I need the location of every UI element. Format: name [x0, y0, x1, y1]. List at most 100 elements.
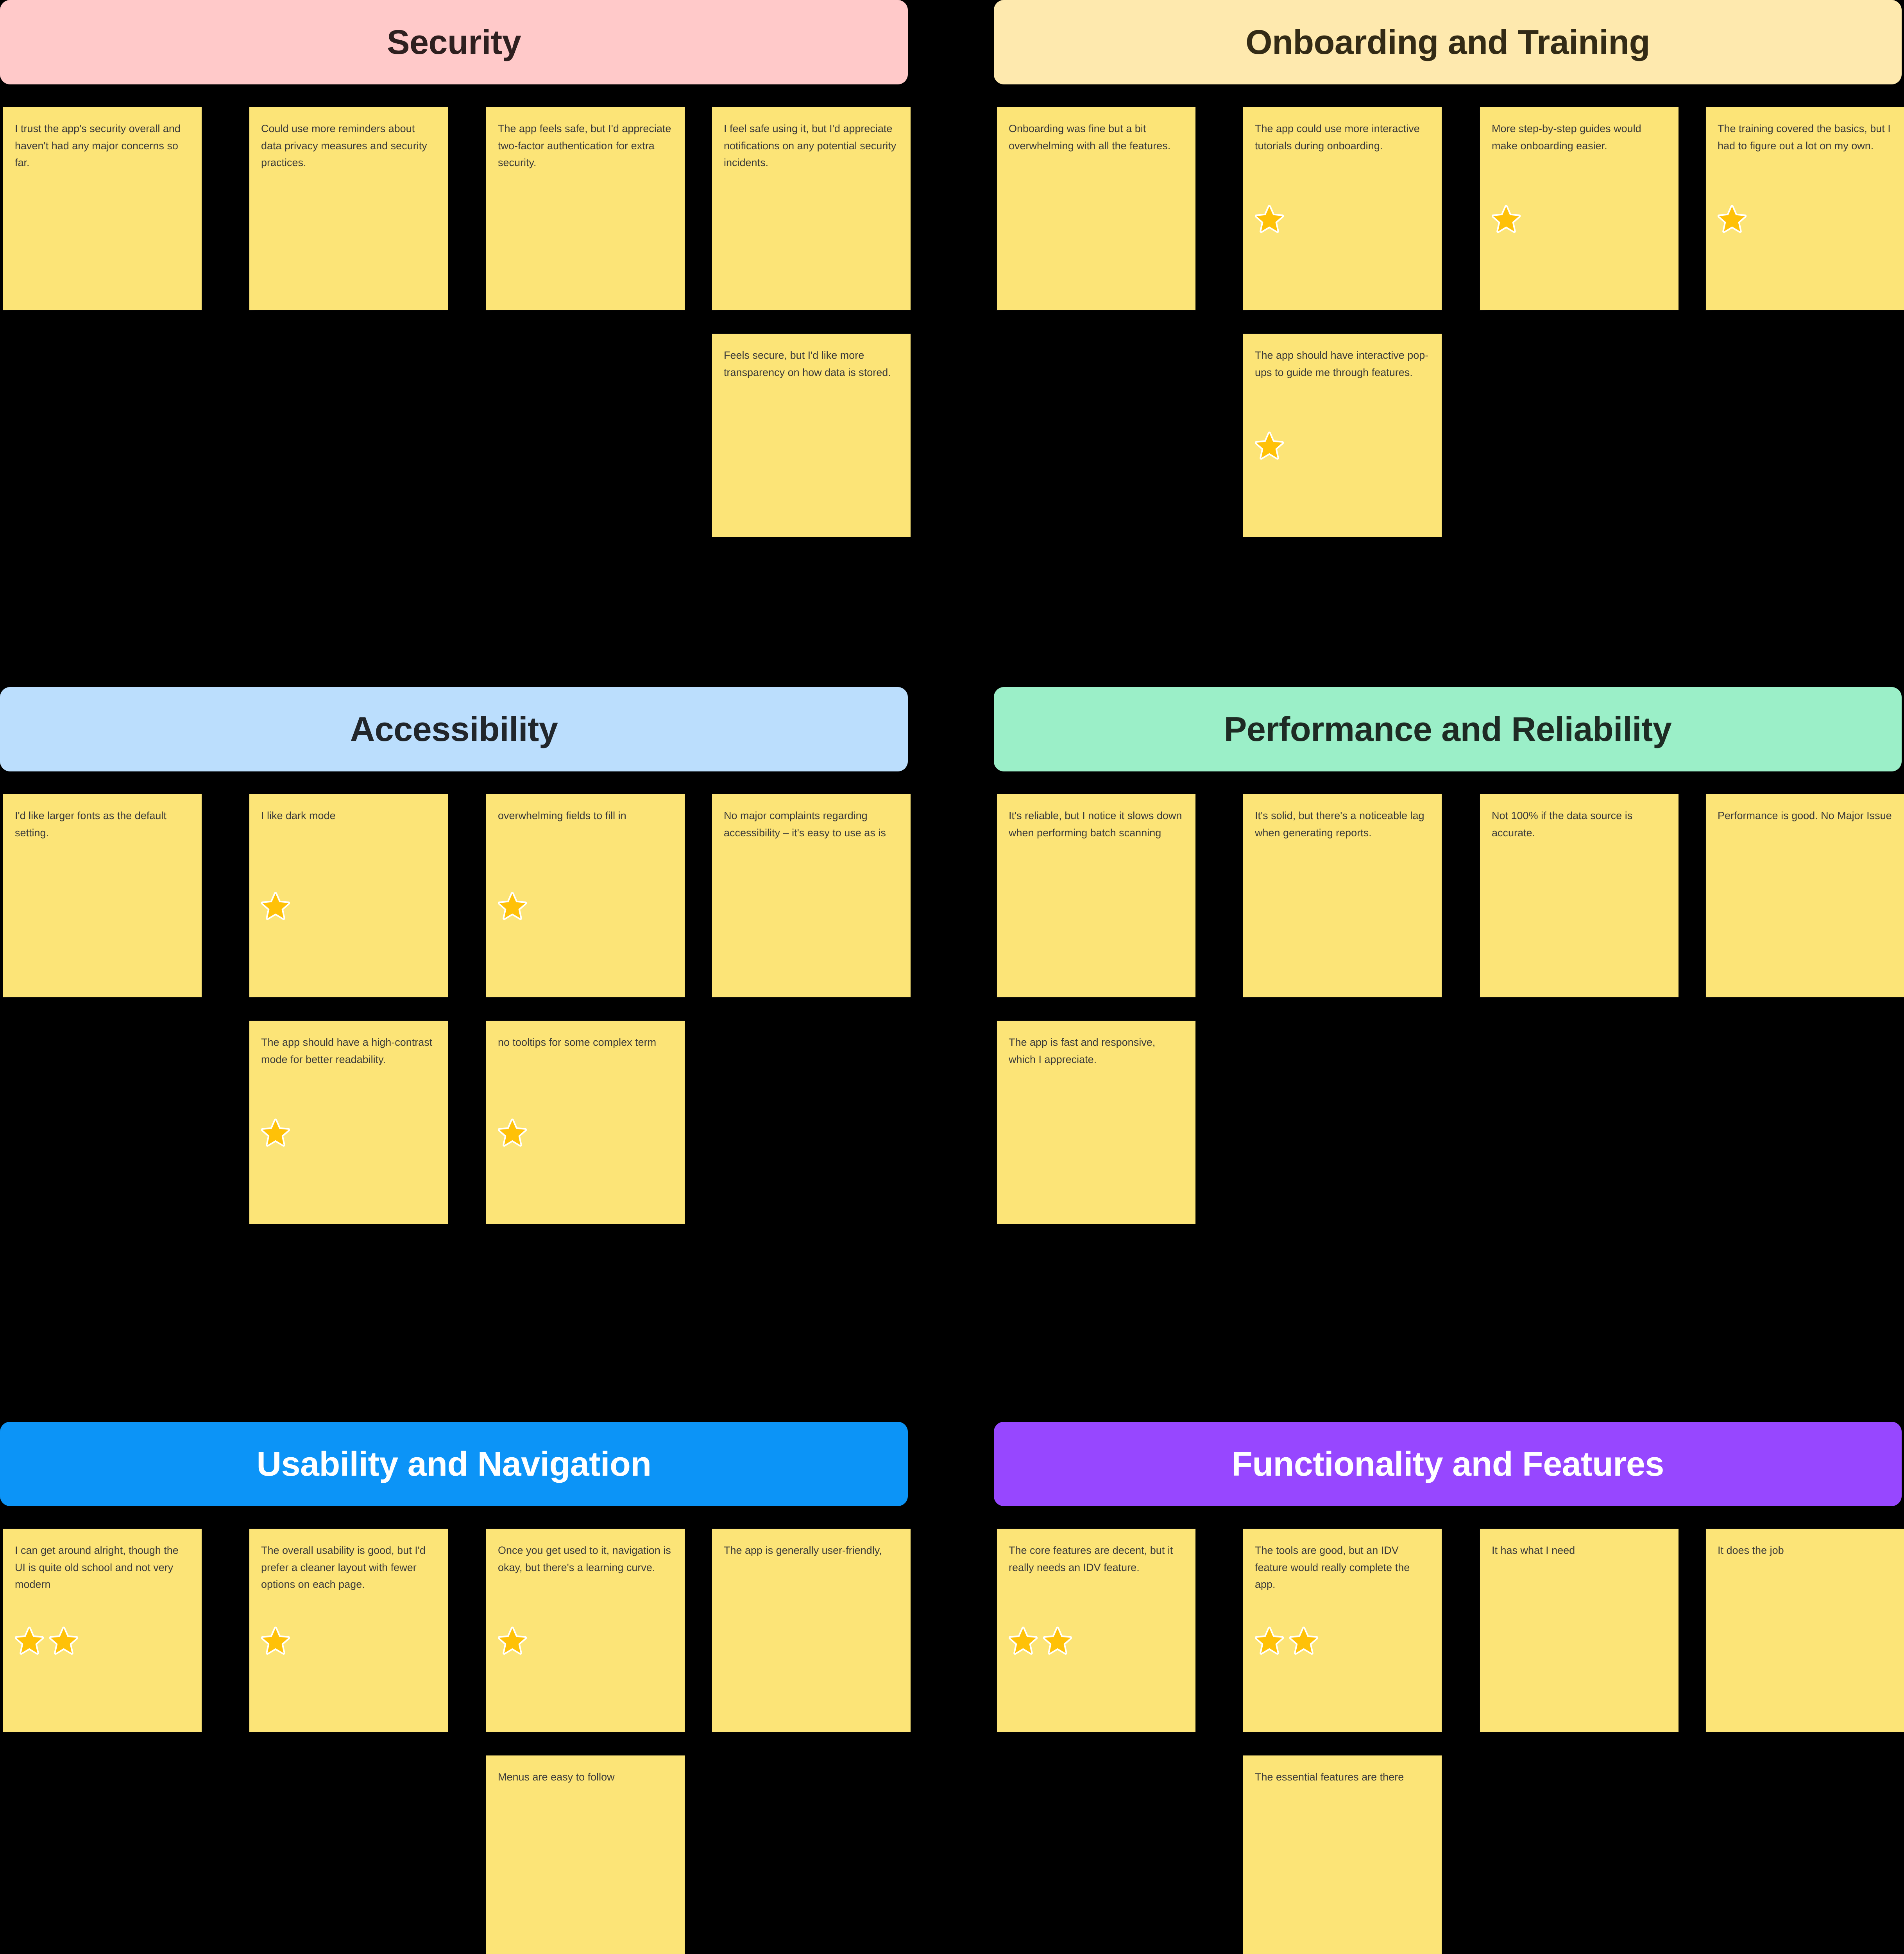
section-title: Security: [387, 22, 521, 61]
section-title: Performance and Reliability: [1224, 709, 1672, 748]
section-title: Usability and Navigation: [256, 1444, 651, 1483]
sticky-note[interactable]: The app could use more interactive tutor…: [1243, 107, 1442, 310]
star-icon[interactable]: [498, 1627, 527, 1655]
vote-stars[interactable]: [1492, 205, 1521, 234]
vote-stars[interactable]: [498, 1118, 527, 1147]
star-icon[interactable]: [1255, 431, 1284, 460]
notes-area: The core features are decent, but it rea…: [994, 1506, 1904, 1954]
notes-area: I'd like larger fonts as the default set…: [0, 771, 911, 1225]
sticky-note[interactable]: The app should have interactive pop-ups …: [1243, 334, 1442, 537]
note-row: The core features are decent, but it rea…: [994, 1529, 1904, 1732]
star-icon[interactable]: [1289, 1627, 1318, 1655]
star-icon[interactable]: [498, 892, 527, 921]
sticky-note[interactable]: The core features are decent, but it rea…: [997, 1529, 1195, 1732]
sticky-note[interactable]: I'd like larger fonts as the default set…: [3, 794, 202, 997]
star-icon[interactable]: [498, 1118, 527, 1147]
sticky-note[interactable]: It's reliable, but I notice it slows dow…: [997, 794, 1195, 997]
vote-stars[interactable]: [1718, 205, 1747, 234]
sticky-note[interactable]: Not 100% if the data source is accurate.: [1480, 794, 1679, 997]
sticky-note[interactable]: Feels secure, but I'd like more transpar…: [712, 334, 911, 537]
sticky-note-text: Feels secure, but I'd like more transpar…: [724, 349, 891, 378]
section-header-security[interactable]: Security: [0, 0, 908, 84]
sticky-note[interactable]: The app should have a high-contrast mode…: [249, 1021, 448, 1224]
sticky-note[interactable]: The overall usability is good, but I'd p…: [249, 1529, 448, 1732]
sticky-note[interactable]: The training covered the basics, but I h…: [1706, 107, 1904, 310]
vote-stars[interactable]: [1255, 431, 1284, 460]
sticky-note[interactable]: It's solid, but there's a noticeable lag…: [1243, 794, 1442, 997]
sticky-note[interactable]: Could use more reminders about data priv…: [249, 107, 448, 310]
sticky-note[interactable]: It has what I need: [1480, 1529, 1679, 1732]
vote-stars[interactable]: [1255, 1627, 1318, 1655]
sticky-note[interactable]: Onboarding was fine but a bit overwhelmi…: [997, 107, 1195, 310]
sticky-note-text: The app could use more interactive tutor…: [1255, 123, 1423, 152]
star-icon[interactable]: [49, 1627, 78, 1655]
vote-stars[interactable]: [1009, 1627, 1072, 1655]
sticky-note-text: The app should have a high-contrast mode…: [261, 1036, 435, 1065]
vote-stars[interactable]: [498, 1627, 527, 1655]
star-icon[interactable]: [1255, 205, 1284, 234]
section-header-accessibility[interactable]: Accessibility: [0, 687, 908, 771]
section-title: Onboarding and Training: [1245, 22, 1650, 61]
sticky-note[interactable]: The app feels safe, but I'd appreciate t…: [486, 107, 685, 310]
vote-stars[interactable]: [498, 892, 527, 921]
note-row: Feels secure, but I'd like more transpar…: [0, 334, 911, 537]
vote-stars[interactable]: [1255, 205, 1284, 234]
vote-stars[interactable]: [15, 1627, 78, 1655]
star-icon[interactable]: [261, 1118, 290, 1147]
notes-area: I can get around alright, though the UI …: [0, 1506, 911, 1954]
section-header-onboarding-and-training[interactable]: Onboarding and Training: [994, 0, 1902, 84]
star-icon[interactable]: [1718, 205, 1747, 234]
note-row: I'd like larger fonts as the default set…: [0, 794, 911, 997]
note-row: Menus are easy to follow: [0, 1755, 911, 1954]
sticky-note[interactable]: Menus are easy to follow: [486, 1755, 685, 1954]
sticky-note[interactable]: no tooltips for some complex term: [486, 1021, 685, 1224]
sticky-note-text: The training covered the basics, but I h…: [1718, 123, 1894, 152]
sticky-note-text: It's solid, but there's a noticeable lag…: [1255, 810, 1428, 839]
note-row: I can get around alright, though the UI …: [0, 1529, 911, 1732]
note-row: The app should have a high-contrast mode…: [0, 1021, 911, 1224]
sticky-note-text: The overall usability is good, but I'd p…: [261, 1544, 429, 1591]
sticky-note-text: It does the job: [1718, 1544, 1784, 1556]
sticky-note[interactable]: The essential features are there: [1243, 1755, 1442, 1954]
sticky-note[interactable]: The app is fast and responsive, which I …: [997, 1021, 1195, 1224]
sticky-note[interactable]: More step-by-step guides would make onbo…: [1480, 107, 1679, 310]
vote-stars[interactable]: [261, 1118, 290, 1147]
sticky-note[interactable]: The tools are good, but an IDV feature w…: [1243, 1529, 1442, 1732]
sticky-note-text: I like dark mode: [261, 810, 336, 821]
note-row: It's reliable, but I notice it slows dow…: [994, 794, 1904, 997]
sticky-note[interactable]: overwhelming fields to fill in: [486, 794, 685, 997]
vote-stars[interactable]: [261, 892, 290, 921]
sticky-note-text: overwhelming fields to fill in: [498, 810, 626, 821]
sticky-note-text: The essential features are there: [1255, 1771, 1404, 1783]
sticky-note[interactable]: I feel safe using it, but I'd appreciate…: [712, 107, 911, 310]
star-icon[interactable]: [261, 1627, 290, 1655]
sticky-note[interactable]: I can get around alright, though the UI …: [3, 1529, 202, 1732]
sticky-note[interactable]: It does the job: [1706, 1529, 1904, 1732]
section-header-functionality-and-features[interactable]: Functionality and Features: [994, 1422, 1902, 1506]
section-header-performance-and-reliability[interactable]: Performance and Reliability: [994, 687, 1902, 771]
star-icon[interactable]: [1009, 1627, 1038, 1655]
notes-area: Onboarding was fine but a bit overwhelmi…: [994, 84, 1904, 538]
vote-stars[interactable]: [261, 1627, 290, 1655]
note-row: The app should have interactive pop-ups …: [994, 334, 1904, 537]
sticky-note-text: It's reliable, but I notice it slows dow…: [1009, 810, 1185, 839]
sticky-note[interactable]: I trust the app's security overall and h…: [3, 107, 202, 310]
section-title: Functionality and Features: [1231, 1444, 1664, 1483]
sticky-note-text: The app should have interactive pop-ups …: [1255, 349, 1429, 378]
sticky-note[interactable]: Performance is good. No Major Issue: [1706, 794, 1904, 997]
sticky-note[interactable]: No major complaints regarding accessibil…: [712, 794, 911, 997]
section-header-usability-and-navigation[interactable]: Usability and Navigation: [0, 1422, 908, 1506]
star-icon[interactable]: [1043, 1627, 1072, 1655]
sticky-note[interactable]: The app is generally user-friendly,: [712, 1529, 911, 1732]
sticky-note-text: I feel safe using it, but I'd appreciate…: [724, 123, 899, 169]
star-icon[interactable]: [1255, 1627, 1284, 1655]
star-icon[interactable]: [15, 1627, 44, 1655]
sticky-note[interactable]: Once you get used to it, navigation is o…: [486, 1529, 685, 1732]
star-icon[interactable]: [261, 892, 290, 921]
star-icon[interactable]: [1492, 205, 1521, 234]
sticky-note[interactable]: I like dark mode: [249, 794, 448, 997]
section-security: Security I trust the app's security overa…: [0, 0, 911, 538]
